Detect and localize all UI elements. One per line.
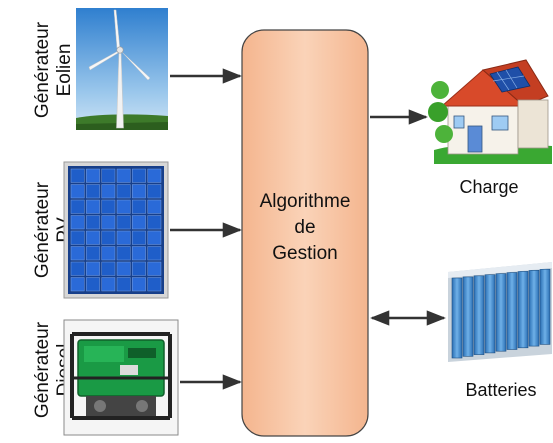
pv-cell bbox=[70, 246, 85, 261]
battery-cell bbox=[517, 271, 529, 349]
pv-cell bbox=[101, 246, 116, 261]
pv-cell bbox=[70, 230, 85, 245]
pv-cell bbox=[86, 277, 100, 292]
pv-cell bbox=[147, 168, 162, 183]
pv-cell bbox=[70, 261, 85, 276]
pv-cell bbox=[86, 184, 100, 199]
pv-cell bbox=[70, 168, 85, 183]
battery-cell bbox=[528, 269, 540, 347]
pv-cell bbox=[101, 277, 116, 292]
pv-cell bbox=[86, 168, 100, 183]
wind-turbine-icon bbox=[76, 8, 168, 130]
source-diesel-line1: Générateur bbox=[32, 321, 53, 418]
source-label-eolien: Générateur Eolien bbox=[32, 21, 75, 118]
algorithm-line1: Algorithme bbox=[260, 191, 351, 212]
battery-cell bbox=[506, 272, 518, 350]
solar-panel-icon bbox=[63, 161, 169, 299]
house-icon bbox=[428, 54, 552, 164]
pv-cell bbox=[132, 168, 146, 183]
pv-cell bbox=[116, 261, 131, 276]
pv-cell bbox=[86, 230, 100, 245]
source-eolien-line1: Générateur bbox=[32, 21, 53, 118]
battery-pack-icon bbox=[446, 258, 552, 362]
pv-cell bbox=[147, 199, 162, 214]
pv-cell bbox=[132, 230, 146, 245]
pv-cell bbox=[101, 168, 116, 183]
pv-cell bbox=[116, 215, 131, 230]
battery-cell bbox=[495, 273, 507, 352]
pv-cell bbox=[116, 230, 131, 245]
pv-cell bbox=[116, 168, 131, 183]
pv-cell bbox=[116, 246, 131, 261]
pv-cell bbox=[101, 184, 116, 199]
algorithm-line3: Gestion bbox=[272, 243, 337, 264]
battery-cell bbox=[462, 276, 474, 357]
battery-cell bbox=[484, 274, 496, 354]
pv-cell bbox=[147, 261, 162, 276]
algorithm-line2: de bbox=[294, 217, 315, 238]
battery-cell bbox=[473, 275, 485, 355]
pv-cell bbox=[132, 184, 146, 199]
pv-cell bbox=[132, 199, 146, 214]
pv-cell bbox=[116, 277, 131, 292]
pv-cell bbox=[86, 199, 100, 214]
pv-cell bbox=[116, 199, 131, 214]
pv-cell bbox=[147, 230, 162, 245]
pv-cell bbox=[116, 184, 131, 199]
pv-cell bbox=[132, 277, 146, 292]
pv-cell bbox=[101, 215, 116, 230]
pv-cell bbox=[147, 277, 162, 292]
battery-cell bbox=[451, 277, 463, 359]
diesel-generator-icon bbox=[63, 319, 179, 436]
pv-cell bbox=[147, 215, 162, 230]
pv-cell bbox=[70, 199, 85, 214]
pv-cell bbox=[101, 230, 116, 245]
pv-cell bbox=[86, 215, 100, 230]
pv-cell bbox=[70, 184, 85, 199]
pv-cell bbox=[147, 184, 162, 199]
pv-cell bbox=[101, 261, 116, 276]
pv-cell bbox=[70, 215, 85, 230]
pv-cell bbox=[132, 215, 146, 230]
pv-cell bbox=[132, 261, 146, 276]
battery-cell bbox=[539, 268, 551, 345]
pv-cell bbox=[86, 261, 100, 276]
pv-cell bbox=[70, 277, 85, 292]
source-eolien-line2: Eolien bbox=[54, 44, 75, 97]
pv-cell bbox=[86, 246, 100, 261]
pv-cell bbox=[147, 246, 162, 261]
pv-cell bbox=[132, 246, 146, 261]
batteries-label: Batteries bbox=[465, 380, 536, 400]
charge-label: Charge bbox=[459, 177, 518, 197]
pv-cell bbox=[101, 199, 116, 214]
source-pv-line1: Générateur bbox=[32, 181, 53, 278]
algorithm-block: Algorithme de Gestion bbox=[241, 29, 369, 437]
